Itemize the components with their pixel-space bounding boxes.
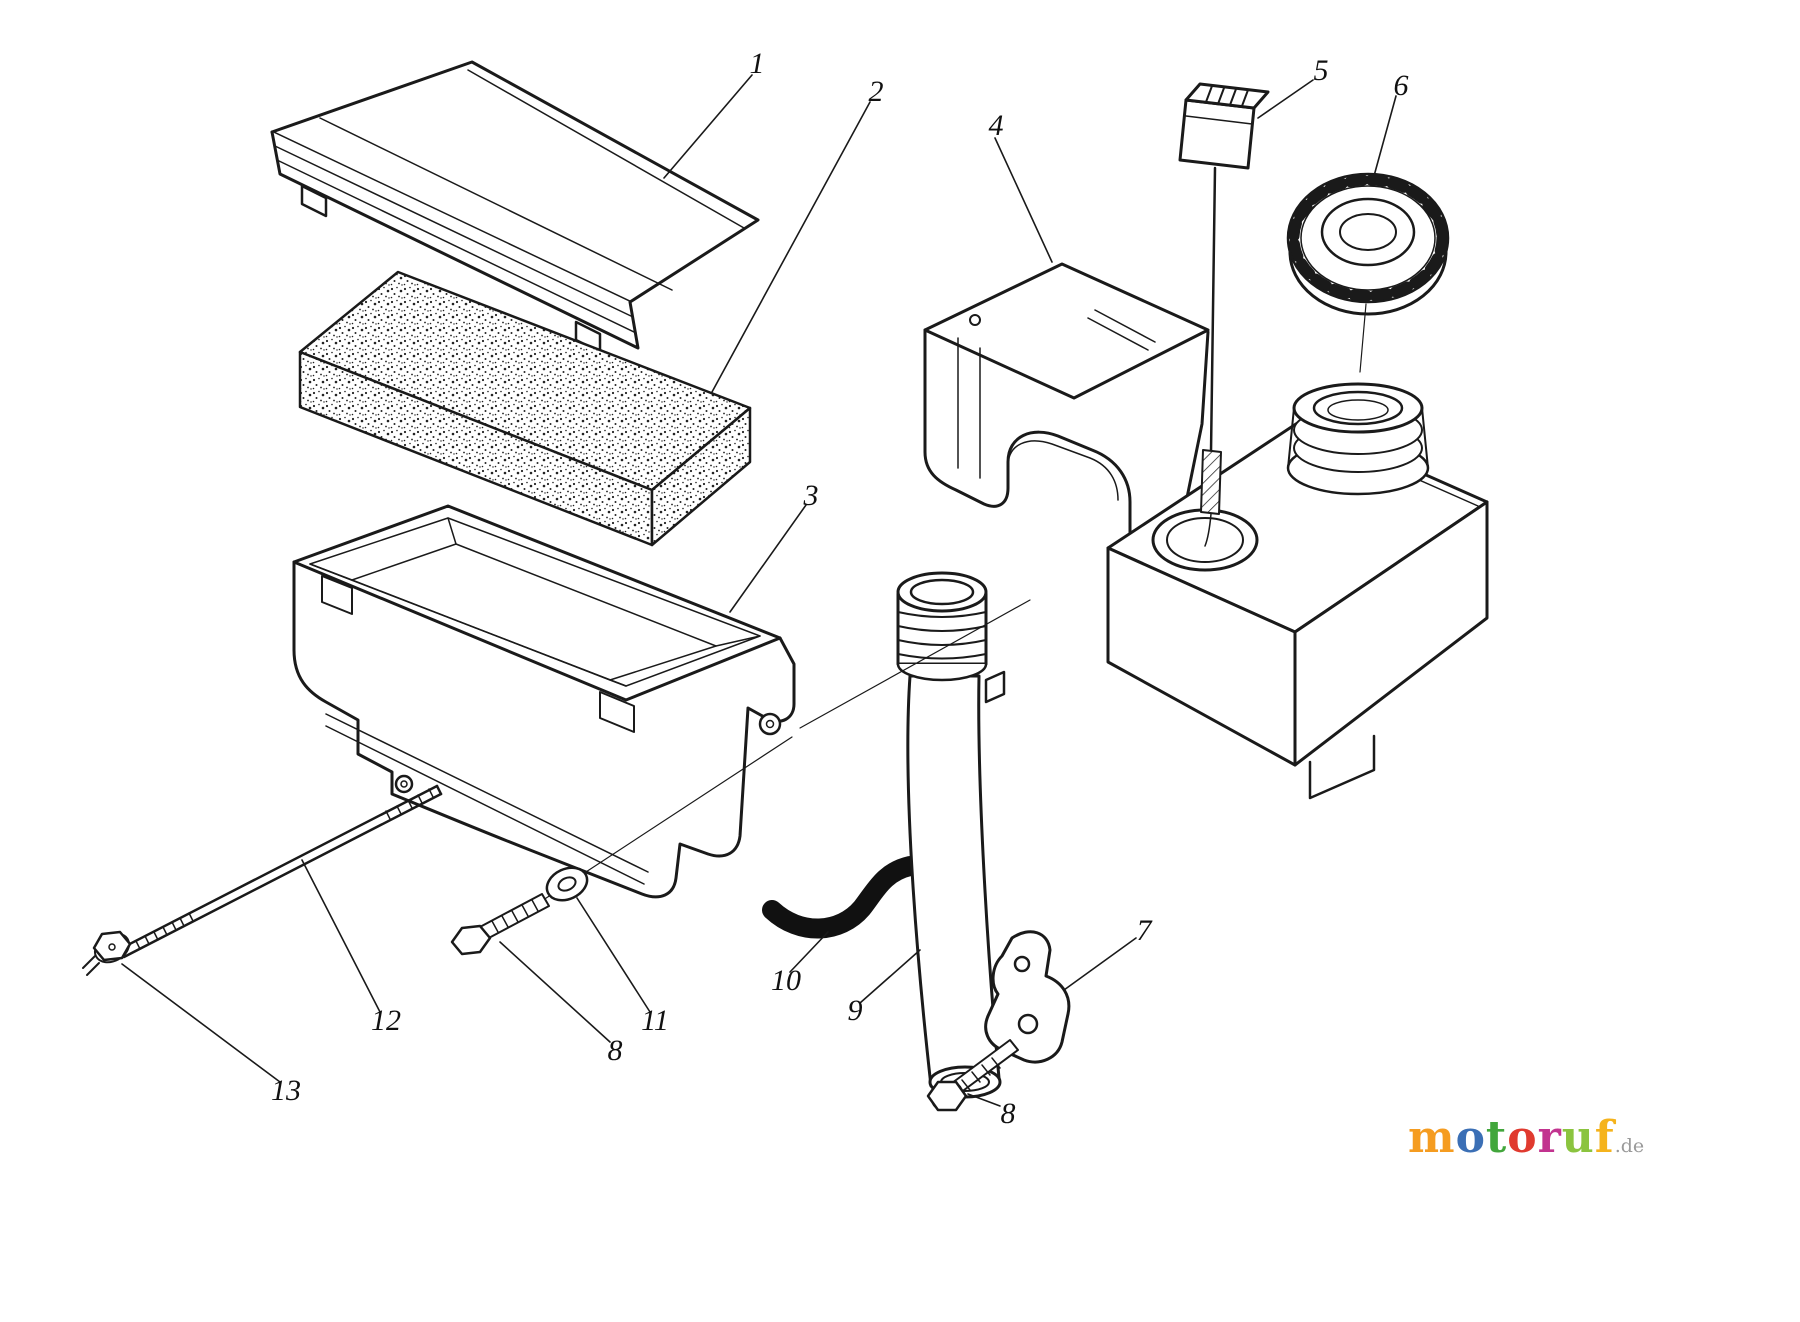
fuel-tank-body xyxy=(1106,382,1489,800)
watermark-letter: t xyxy=(1485,1112,1508,1163)
part-7-tube-bracket xyxy=(984,930,1071,1064)
part-11-washer xyxy=(545,866,589,902)
callout-9: 9 xyxy=(847,994,863,1027)
callout-5: 5 xyxy=(1313,54,1329,87)
part-8-bolt-bottom xyxy=(926,1039,1019,1112)
callout-4: 4 xyxy=(988,109,1004,142)
callout-2: 2 xyxy=(868,75,884,108)
part-1-air-cleaner-cover xyxy=(270,60,760,354)
callout-3: 3 xyxy=(803,479,819,512)
callout-1: 1 xyxy=(749,47,765,80)
callout-11: 11 xyxy=(641,1004,669,1037)
part-10-fuel-hose xyxy=(762,856,920,939)
callout-8-bottom: 8 xyxy=(1000,1097,1016,1130)
callout-7: 7 xyxy=(1136,914,1152,947)
watermark-letter: r xyxy=(1537,1112,1562,1163)
callout-12: 12 xyxy=(371,1004,401,1037)
watermark-letter: m xyxy=(1408,1112,1456,1163)
watermark-letter: o xyxy=(1507,1112,1538,1163)
callout-leader-lines xyxy=(121,74,1397,1107)
watermark-suffix: .de xyxy=(1614,1135,1645,1157)
watermark-letter: o xyxy=(1455,1112,1486,1163)
watermark-letter: u xyxy=(1561,1112,1595,1163)
part-12-long-stud xyxy=(118,784,443,959)
callout-6: 6 xyxy=(1393,69,1409,102)
part-5-fuel-gauge xyxy=(1178,82,1270,547)
part-8-bolt-left xyxy=(450,893,550,956)
callout-10: 10 xyxy=(771,964,801,997)
watermark-letter: f xyxy=(1594,1112,1615,1163)
part-4-tank-bracket xyxy=(923,262,1210,562)
callout-13: 13 xyxy=(271,1074,301,1107)
part-2-filter-element xyxy=(298,270,752,547)
part-3-air-cleaner-base xyxy=(292,504,796,899)
watermark-logo: motoruf.de xyxy=(1408,1116,1644,1160)
part-13-flange-nut xyxy=(82,930,132,976)
callout-8-left: 8 xyxy=(607,1034,623,1067)
part-6-fuel-cap xyxy=(1286,172,1450,373)
